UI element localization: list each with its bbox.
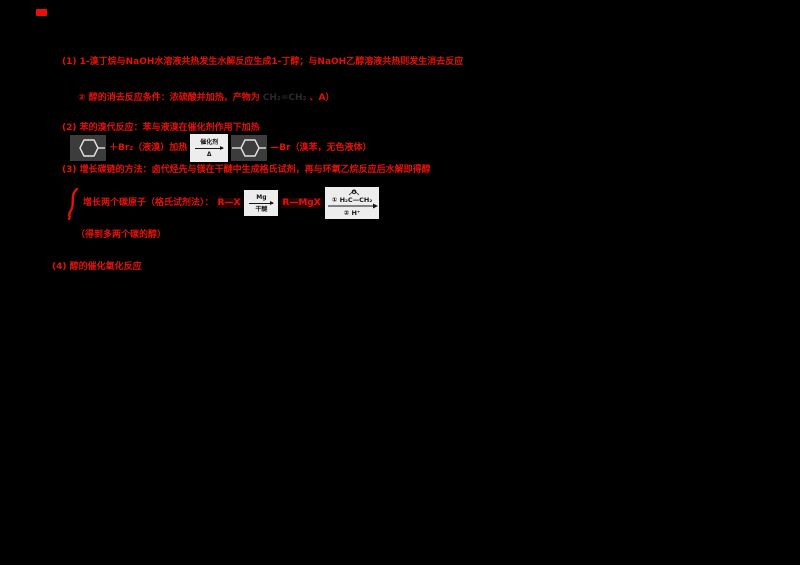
note-line-1b-tail: 、A） (309, 93, 335, 103)
halide-formula: R—X (216, 198, 242, 208)
note-line-1b: ② 醇的消去反应条件：浓硫酸并加热，产物为 CH₂=CH₂ 、A） (78, 92, 334, 104)
mg-label: Mg (256, 193, 267, 201)
catalyst-label: 催化剂 (200, 138, 219, 146)
reaction-arrow-icon (249, 200, 275, 205)
red-pen-mark (36, 9, 47, 16)
acid-step2-label: ② H⁺ (343, 209, 360, 217)
benzene-ring-icon (70, 135, 106, 161)
dry-ether-label: 干醚 (255, 205, 268, 213)
note-line-1b-red: ② 醇的消去反应条件：浓硫酸并加热，产物为 (78, 93, 260, 103)
product-label: —Br（溴苯，无色液体） (270, 143, 372, 153)
benzene-reaction-row: ＋Br₂（液溴）加热 催化剂 Δ —Br（溴苯，无色液体） (70, 134, 372, 162)
condition-box-mg: Mg 干醚 (244, 190, 279, 216)
note-line-2: (2) 苯的溴代反应：苯与液溴在催化剂作用下加热 (62, 123, 260, 133)
scheme-note-line: （得到多两个碳的醇） (76, 230, 167, 240)
epoxide-oxygen-label: O (351, 189, 356, 196)
note-line-4: (4) 醇的催化氧化反应 (52, 262, 142, 272)
epoxide-step1-label: ① H₂C—CH₂ (331, 196, 372, 204)
reactant-label: ＋Br₂（液溴）加热 (109, 143, 188, 153)
condition-box-epoxide: O ① H₂C—CH₂ ② H⁺ (324, 187, 379, 219)
note-line-3: (3) 增长碳链的方法：卤代烃先与镁在干醚中生成格氏试剂，再与环氧乙烷反应后水解… (62, 165, 431, 175)
scheme-title: 增长两个碳原子（格氏试剂法）： (83, 198, 214, 208)
benzene-ring-icon (231, 135, 268, 161)
note-line-1: (1) 1-溴丁烷与NaOH水溶液共热发生水解反应生成1-丁醇；与NaOH乙醇溶… (62, 57, 464, 67)
grignard-formula: R—MgX (281, 198, 322, 208)
grignard-scheme-row: 增长两个碳原子（格氏试剂法）： R—X Mg 干醚 R—MgX O ① H₂C—… (66, 186, 379, 220)
ethene-formula: CH₂=CH₂ (262, 93, 307, 103)
reaction-arrowhead-icon (372, 203, 378, 209)
condition-box-catalyst: 催化剂 Δ (190, 134, 229, 162)
delta-label: Δ (206, 150, 212, 158)
red-brace-mark (67, 187, 79, 220)
reaction-arrow-icon (195, 145, 225, 150)
